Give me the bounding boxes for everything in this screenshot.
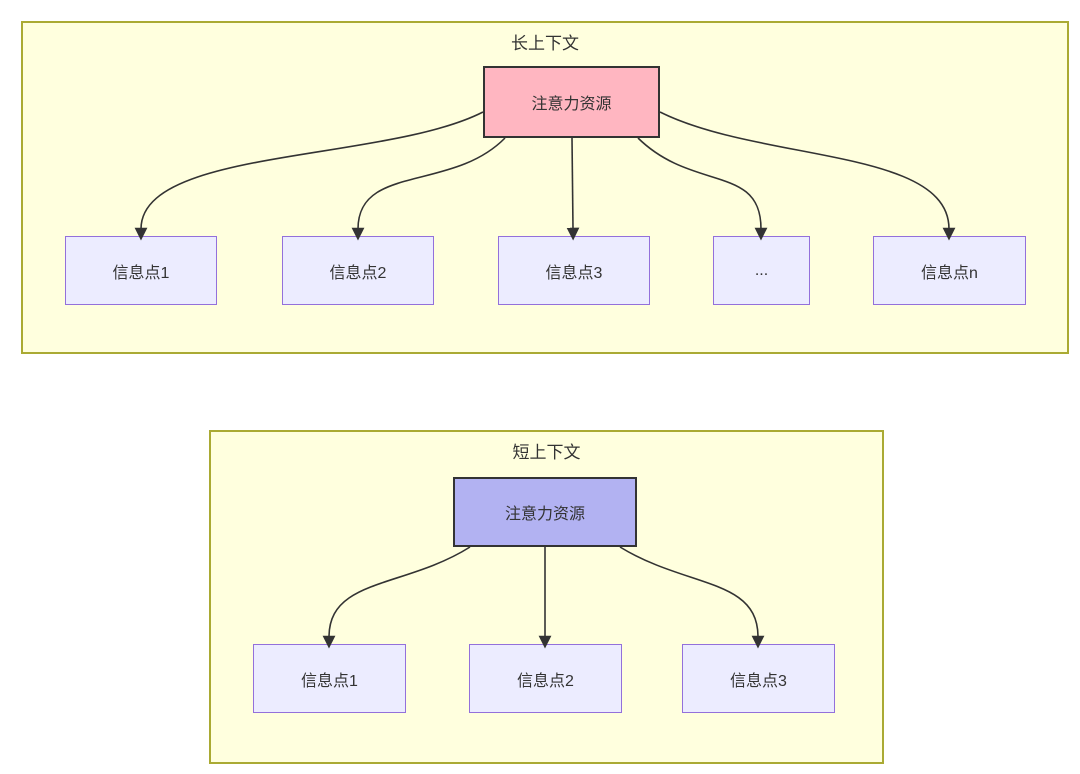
info-node-long-n: 信息点n	[873, 236, 1026, 305]
info-node-long-3: 信息点3	[498, 236, 650, 305]
short-context-title: 短上下文	[512, 443, 581, 462]
info-node-long-ellipsis-label: ...	[754, 261, 769, 279]
info-node-long-n-label: 信息点n	[921, 264, 978, 282]
info-node-short-2: 信息点2	[469, 644, 622, 713]
info-node-short-1: 信息点1	[253, 644, 406, 713]
long-context-title: 长上下文	[511, 34, 579, 53]
info-node-long-2: 信息点2	[282, 236, 434, 305]
attention-node-short: 注意力资源	[453, 477, 637, 547]
info-node-long-ellipsis: ...	[713, 236, 810, 305]
info-node-long-1: 信息点1	[65, 236, 217, 305]
attention-node-long-label: 注意力资源	[531, 96, 612, 113]
info-node-long-3-label: 信息点3	[545, 264, 603, 282]
attention-node-short-label: 注意力资源	[504, 506, 585, 523]
info-node-short-2-label: 信息点2	[517, 672, 574, 690]
attention-node-long: 注意力资源	[483, 66, 660, 138]
info-node-long-2-label: 信息点2	[329, 264, 387, 282]
info-node-short-3-label: 信息点3	[730, 672, 787, 690]
info-node-long-1-label: 信息点1	[112, 264, 170, 282]
info-node-short-1-label: 信息点1	[301, 672, 358, 690]
info-node-short-3: 信息点3	[682, 644, 835, 713]
